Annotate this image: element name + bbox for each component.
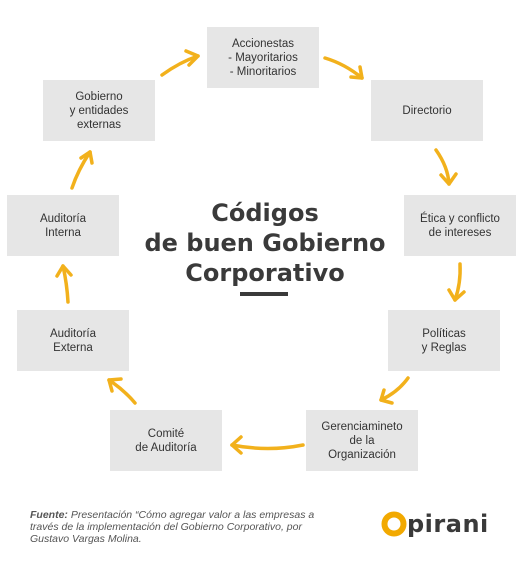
node-auditoria-externa: Auditoría Externa (17, 310, 129, 371)
arrow-directorio-to-etica (434, 148, 458, 186)
diagram-title: Códigos de buen Gobierno Corporativo (144, 199, 386, 287)
node-directorio: Directorio (371, 80, 483, 141)
arrow-auditoria-externa-to-interna (55, 264, 73, 304)
arrow-auditoria-interna-to-gobierno (70, 150, 94, 190)
logo-text: pirani (407, 510, 489, 538)
node-auditoria-interna: Auditoría Interna (7, 195, 119, 256)
source-text: Presentación “Cómo agregar valor a las e… (30, 509, 315, 545)
node-comite: Comité de Auditoría (110, 410, 222, 471)
arrow-politicas-to-gerenciamiento (379, 376, 410, 405)
source-note: Fuente: Presentación “Cómo agregar valor… (30, 509, 330, 545)
pirani-logo-icon (381, 511, 407, 537)
arrow-gobierno-to-accionistas (160, 49, 200, 77)
node-gobierno: Gobierno y entidades externas (43, 80, 155, 141)
pirani-logo: pirani (381, 510, 489, 538)
arrow-gerenciamiento-to-comite (230, 435, 305, 455)
node-accionistas: Accionestas - Mayoritarios - Minoritario… (207, 27, 319, 88)
node-gerenciamiento: Gerenciamineto de la Organización (306, 410, 418, 471)
arrow-etica-to-politicas (447, 262, 466, 302)
node-etica: Ética y conflicto de intereses (404, 195, 516, 256)
node-politicas: Políticas y Reglas (388, 310, 500, 371)
arrow-comite-to-auditoria-externa (107, 377, 137, 405)
title-underline (240, 292, 288, 296)
arrow-accionistas-to-directorio (323, 56, 364, 80)
source-label: Fuente: (30, 509, 68, 521)
